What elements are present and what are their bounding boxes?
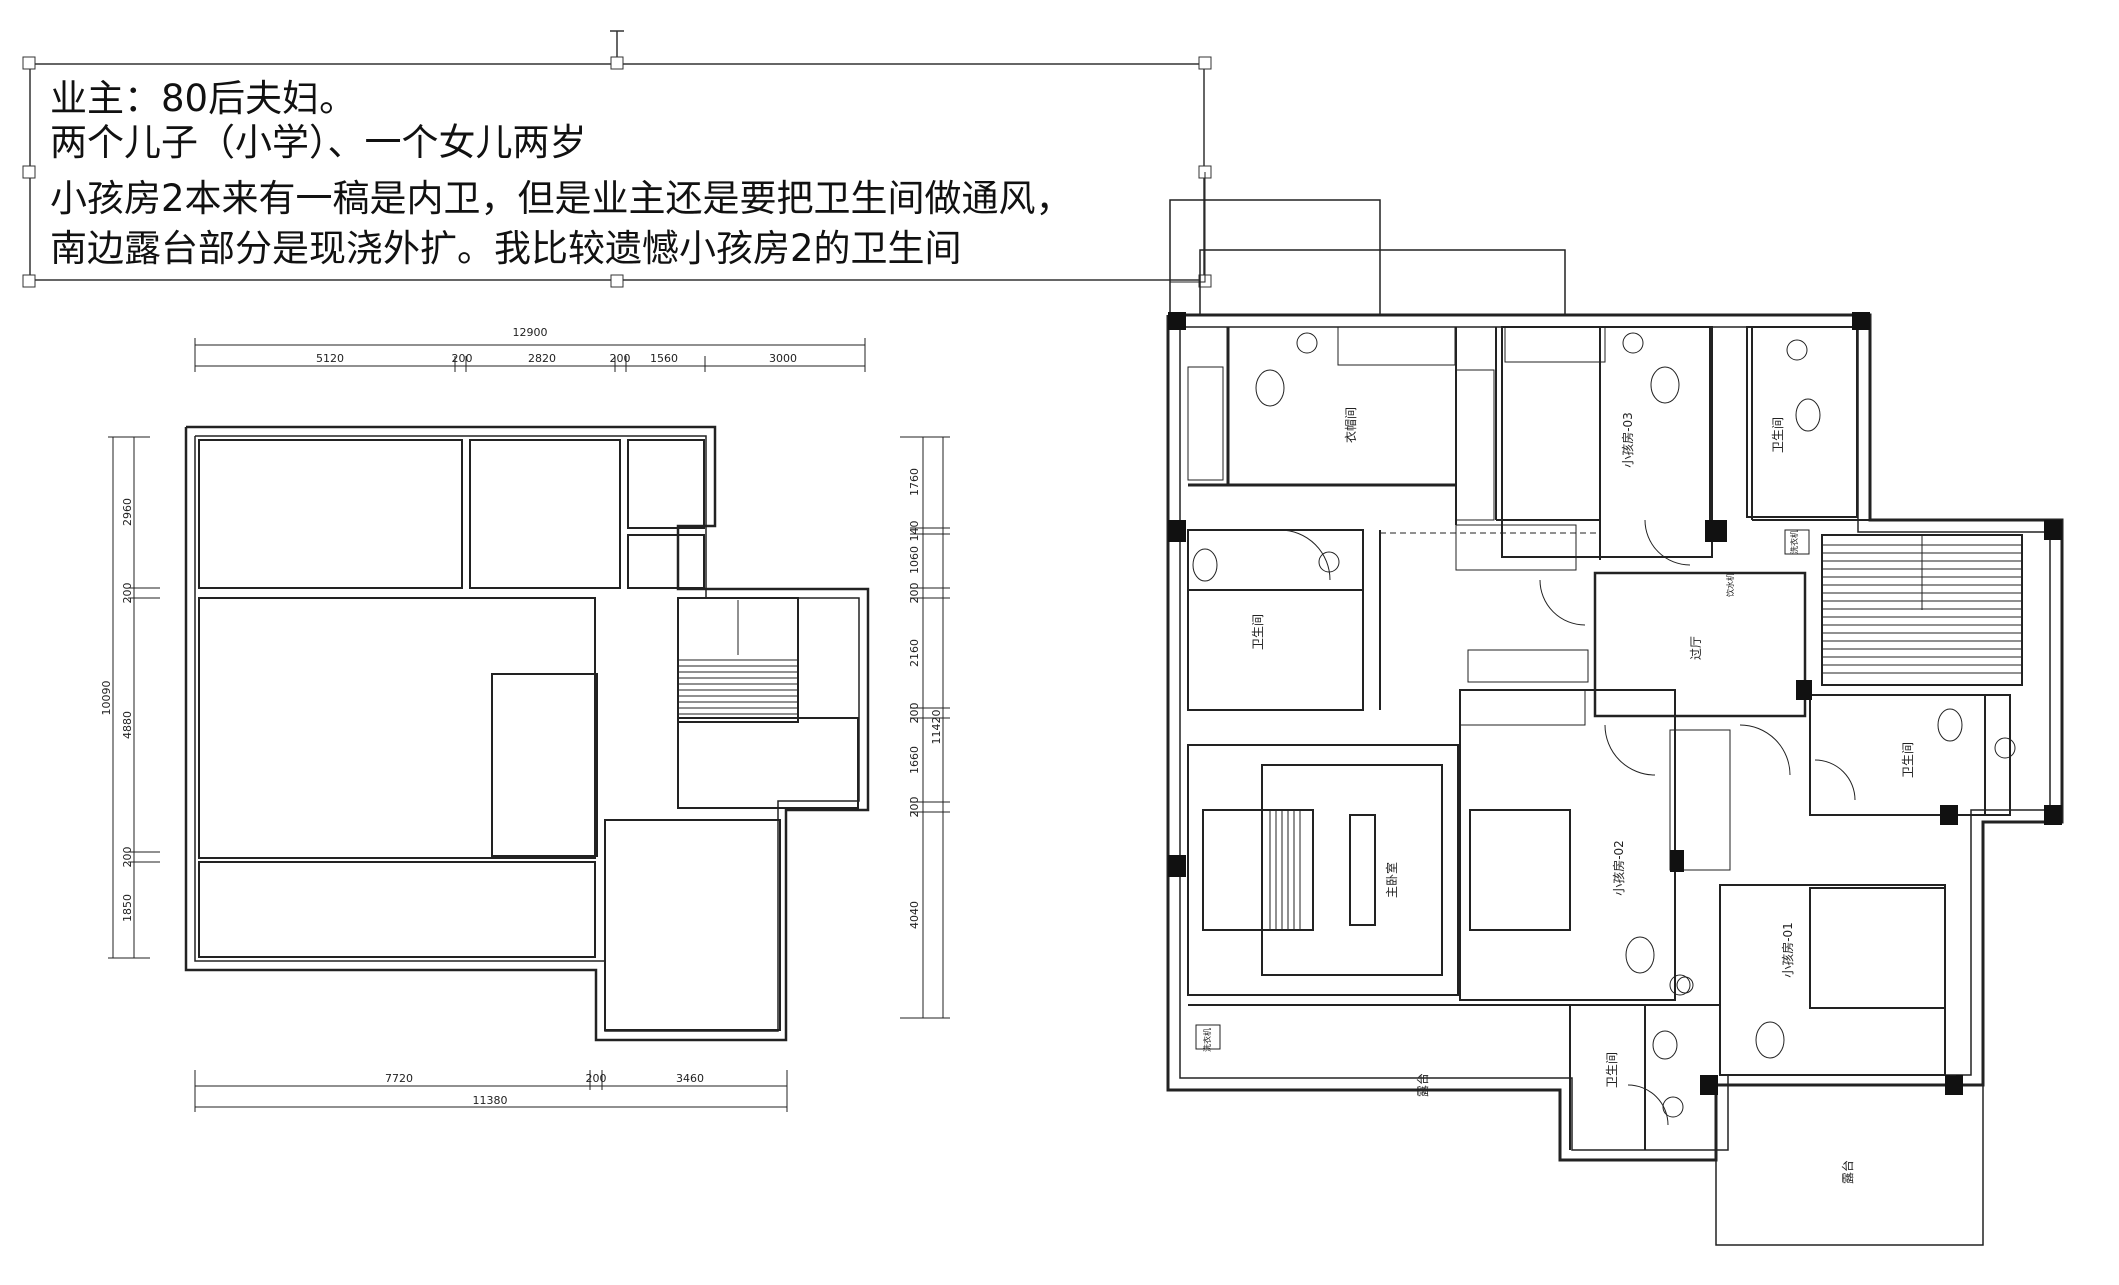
note-line-1: 业主：80后夫妇。: [50, 77, 357, 120]
resize-handle[interactable]: [1198, 56, 1212, 70]
room-bath-s: 卫生间: [1605, 1052, 1619, 1088]
room-hall: 过厅: [1689, 636, 1703, 660]
label-washer-w: 洗衣机: [1202, 1028, 1212, 1052]
label-water-meter: 饮水机: [1725, 573, 1735, 597]
dim-top-6: 3000: [769, 352, 797, 365]
dim-right-total: 11420: [930, 710, 943, 745]
note-line-3: 小孩房2本来有一稿是内卫，但是业主还是要把卫生间做通风，: [50, 177, 1073, 220]
dim-left-4: 200: [121, 847, 134, 868]
dim-right-5: 2160: [908, 639, 921, 667]
resize-handle[interactable]: [22, 56, 36, 70]
dim-left-total: 10090: [100, 681, 113, 716]
room-bath-w: 卫生间: [1251, 614, 1265, 650]
resize-handle[interactable]: [22, 165, 36, 179]
note-line-4: 南边露台部分是现浇外扩。我比较遗憾小孩房2的卫生间: [50, 227, 962, 270]
dim-right-2: 140: [908, 521, 921, 542]
room-terrace-s: 露台: [1840, 1160, 1855, 1184]
dim-right-8: 200: [908, 797, 921, 818]
dim-top-3: 2820: [528, 352, 556, 365]
room-kids3: 小孩房-03: [1620, 412, 1635, 468]
resize-handle[interactable]: [22, 274, 36, 288]
room-bath-ne: 卫生间: [1771, 417, 1785, 453]
dim-right-7: 1660: [908, 746, 921, 774]
room-master: 主卧室: [1384, 862, 1399, 898]
room-terrace-w: 露台: [1415, 1073, 1430, 1097]
dim-top-5: 1560: [650, 352, 678, 365]
room-cloakroom: 衣帽间: [1343, 407, 1358, 443]
dim-right-3: 1060: [908, 546, 921, 574]
dim-top-4: 200: [610, 352, 631, 365]
dim-top-1: 5120: [316, 352, 344, 365]
room-bath-e: 卫生间: [1901, 742, 1915, 778]
dim-left-1: 2960: [121, 498, 134, 526]
note-line-2: 两个儿子（小学）、一个女儿两岁: [50, 121, 587, 164]
dim-right-6: 200: [908, 703, 921, 724]
room-kids1: 小孩房-01: [1780, 922, 1795, 978]
room-kids2: 小孩房-02: [1611, 840, 1626, 896]
dim-bottom-total: 11380: [473, 1094, 508, 1107]
resize-handle[interactable]: [610, 274, 624, 288]
dim-left-3: 4880: [121, 711, 134, 739]
dim-top-2: 200: [452, 352, 473, 365]
dim-left-2: 200: [121, 583, 134, 604]
dim-left-5: 1850: [121, 894, 134, 922]
dim-bottom-2: 200: [586, 1072, 607, 1085]
dim-right-9: 4040: [908, 901, 921, 929]
dim-bottom-1: 7720: [385, 1072, 413, 1085]
dim-right-1: 1760: [908, 468, 921, 496]
dim-right-4: 200: [908, 583, 921, 604]
dim-top-total: 12900: [513, 326, 548, 339]
dim-bottom-3: 3460: [676, 1072, 704, 1085]
label-washer-e: 洗衣机: [1789, 530, 1799, 554]
